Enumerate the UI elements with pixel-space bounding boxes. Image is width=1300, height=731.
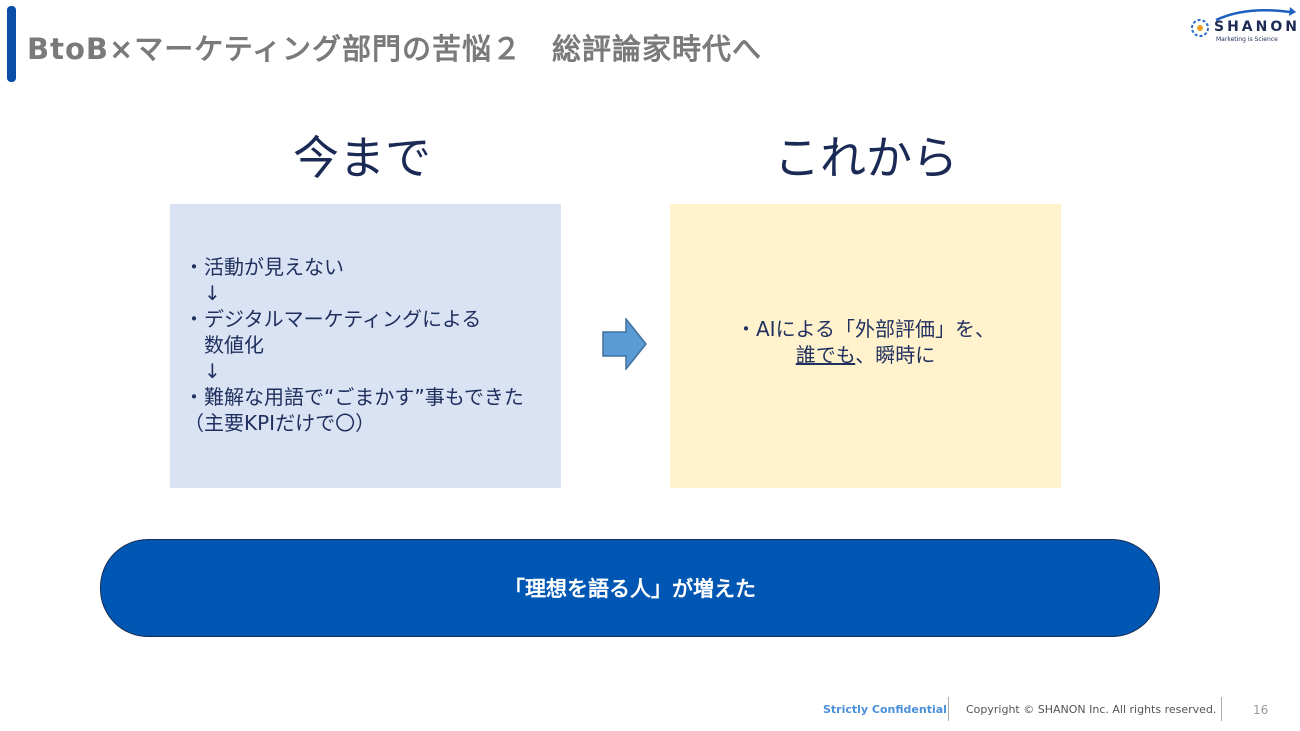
before-box: ・活動が見えない ↓ ・デジタルマーケティングによる 数値化 ↓ ・難解な用語で… — [170, 204, 561, 488]
list-item: ・AIによる「外部評価」を、 — [736, 317, 995, 341]
confidential-label: Strictly Confidential — [823, 703, 947, 716]
right-arrow-icon — [602, 318, 647, 370]
slide-title: BtoB×マーケティング部門の苦悩２ 総評論家時代へ — [27, 32, 762, 66]
title-accent-bar — [7, 6, 16, 82]
down-arrow: ↓ — [184, 359, 221, 383]
underlined-text: 誰でも — [795, 343, 856, 367]
banner-text: 「理想を語る人」が増えた — [504, 577, 756, 601]
list-item: 数値化 — [184, 333, 264, 357]
list-item: ・難解な用語で“ごまかす”事もできた — [184, 385, 524, 409]
after-list: ・AIによる「外部評価」を、 誰でも、瞬時に — [670, 316, 1061, 368]
heading-before: 今まで — [293, 131, 431, 185]
footer-divider — [948, 697, 949, 721]
page-number: 16 — [1253, 703, 1269, 717]
before-list: ・活動が見えない ↓ ・デジタルマーケティングによる 数値化 ↓ ・難解な用語で… — [184, 254, 524, 436]
down-arrow: ↓ — [184, 281, 221, 305]
conclusion-banner: 「理想を語る人」が増えた — [100, 539, 1160, 637]
list-item: ・活動が見えない — [184, 255, 344, 279]
copyright: Copyright © SHANON Inc. All rights reser… — [966, 703, 1217, 716]
list-item-rest: 、瞬時に — [855, 343, 936, 367]
list-item: 誰でも、瞬時に — [670, 342, 1061, 368]
list-item: （主要KPIだけで〇） — [184, 411, 376, 435]
logo-name: SHANON — [1214, 19, 1300, 35]
logo-tagline: Marketing is Science — [1216, 36, 1278, 43]
list-item: ・デジタルマーケティングによる — [184, 307, 482, 331]
shanon-logo: SHANON Marketing is Science — [1186, 6, 1297, 46]
heading-after: これから — [774, 131, 958, 185]
footer-divider — [1221, 697, 1222, 721]
after-box: ・AIによる「外部評価」を、 誰でも、瞬時に — [670, 204, 1061, 488]
